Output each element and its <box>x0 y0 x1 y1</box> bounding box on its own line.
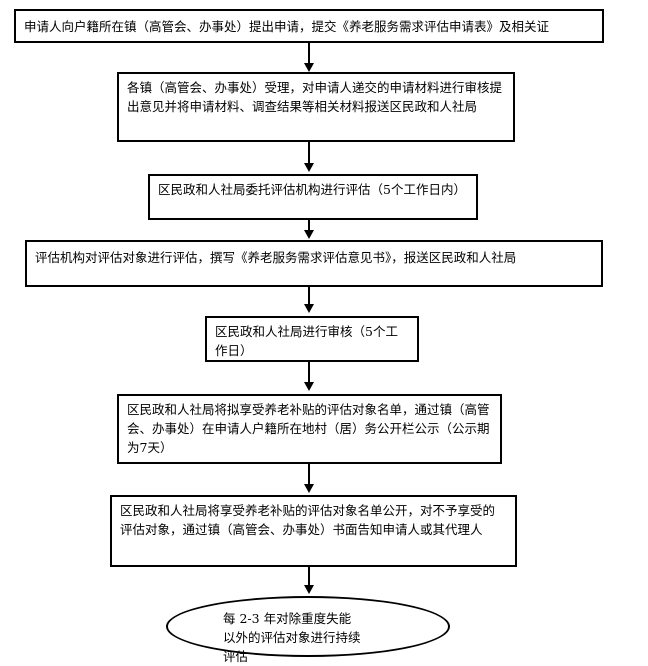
flow-final-text: 每 2-3 年对除重度失能以外的评估对象进行持续评估 <box>223 611 361 664</box>
flow-final-continuous-assessment: 每 2-3 年对除重度失能以外的评估对象进行持续评估 <box>166 596 450 664</box>
flow-step-7-announce-notify: 区民政和人社局将享受养老补贴的评估对象名单公开，对不予享受的评估对象，通过镇（高… <box>110 495 517 567</box>
flow-step-2-text: 各镇（高管会、办事处）受理，对申请人递交的申请材料进行审核提出意见并将申请材料、… <box>127 80 503 114</box>
flow-step-5-text: 区民政和人社局进行审核（5个工作日） <box>215 324 398 358</box>
flow-step-7-text: 区民政和人社局将享受养老补贴的评估对象名单公开，对不予享受的评估对象，通过镇（高… <box>120 503 496 537</box>
flow-step-3-text: 区民政和人社局委托评估机构进行评估（5个工作日内） <box>158 182 466 197</box>
flow-step-6-publicize: 区民政和人社局将拟享受养老补贴的评估对象名单，通过镇（高管会、办事处）在申请人户… <box>117 394 502 464</box>
flow-step-1-apply: 申请人向户籍所在镇（高管会、办事处）提出申请，提交《养老服务需求评估申请表》及相… <box>14 9 604 43</box>
flow-step-2-town-review: 各镇（高管会、办事处）受理，对申请人递交的申请材料进行审核提出意见并将申请材料、… <box>117 72 515 142</box>
flow-step-4-text: 评估机构对评估对象进行评估，撰写《养老服务需求评估意见书》，报送区民政和人社局 <box>35 250 517 265</box>
flow-step-6-text: 区民政和人社局将拟享受养老补贴的评估对象名单，通过镇（高管会、办事处）在申请人户… <box>127 402 490 455</box>
flow-step-3-entrust-assessment: 区民政和人社局委托评估机构进行评估（5个工作日内） <box>148 174 478 220</box>
flow-step-4-assess-report: 评估机构对评估对象进行评估，撰写《养老服务需求评估意见书》，报送区民政和人社局 <box>25 240 603 287</box>
flow-step-5-audit: 区民政和人社局进行审核（5个工作日） <box>205 316 419 362</box>
flow-step-1-text: 申请人向户籍所在镇（高管会、办事处）提出申请，提交《养老服务需求评估申请表》及相… <box>24 19 550 34</box>
